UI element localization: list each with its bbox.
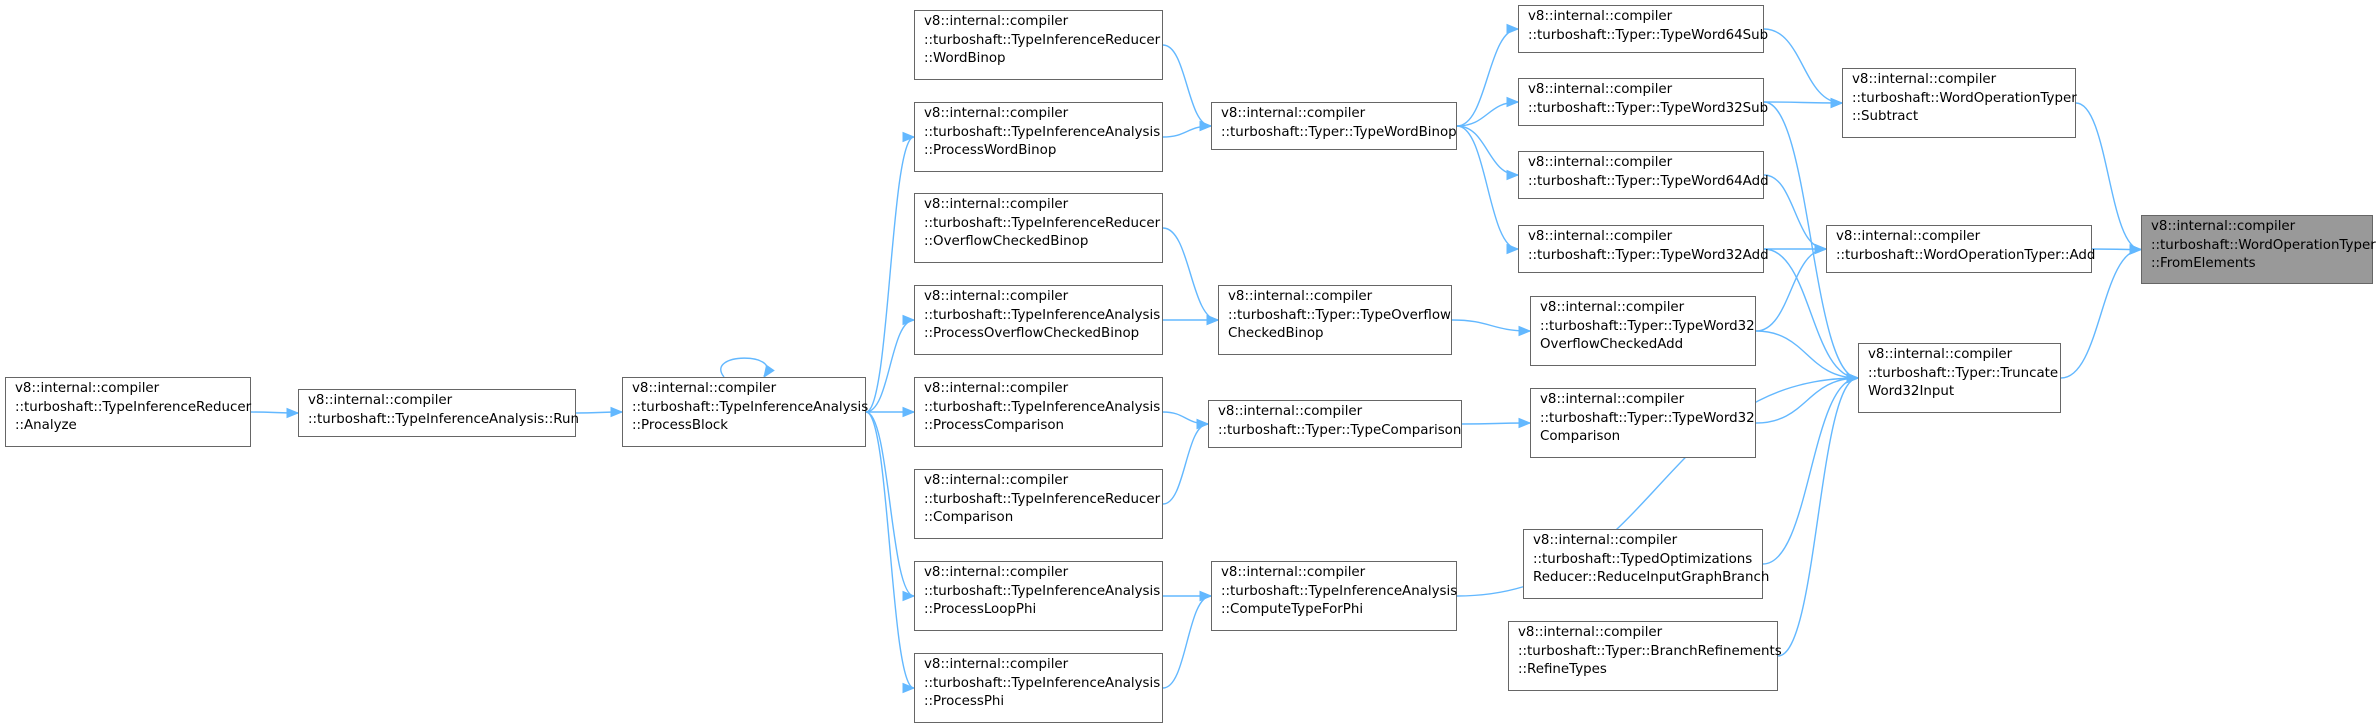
node-from-elements[interactable]: v8::internal::compiler ::turboshaft::Wor… <box>2141 215 2376 284</box>
edge-arrowhead <box>902 131 916 143</box>
edge-arrowhead <box>1814 243 1828 255</box>
node-reducer-analyze[interactable]: v8::internal::compiler ::turboshaft::Typ… <box>5 377 251 447</box>
node-process-comparison[interactable]: v8::internal::compiler ::turboshaft::Typ… <box>914 377 1163 447</box>
edge-arrowhead <box>1506 96 1520 108</box>
edge-line <box>1162 44 1212 127</box>
edge-line <box>865 411 915 689</box>
edge-arrowhead <box>1506 243 1520 255</box>
node-process-loop-phi[interactable]: v8::internal::compiler ::turboshaft::Typ… <box>914 561 1163 631</box>
edge-arrowhead <box>1206 314 1220 326</box>
edge-line <box>1456 28 1519 127</box>
node-word-operation-add[interactable]: v8::internal::compiler ::turboshaft::Wor… <box>1826 225 2095 273</box>
node-process-overflow-checked[interactable]: v8::internal::compiler ::turboshaft::Typ… <box>914 285 1163 355</box>
edge-line <box>1763 28 1843 104</box>
node-truncate-word32-input[interactable]: v8::internal::compiler ::turboshaft::Typ… <box>1858 343 2061 413</box>
edge-line <box>1762 377 1859 565</box>
node-type-word32-add[interactable]: v8::internal::compiler ::turboshaft::Typ… <box>1518 225 1769 273</box>
node-process-phi[interactable]: v8::internal::compiler ::turboshaft::Typ… <box>914 653 1163 723</box>
edge-arrowhead <box>763 364 775 379</box>
edge-line <box>1451 319 1531 332</box>
edge-arrowhead <box>1199 590 1213 602</box>
edge-line <box>1755 377 1859 424</box>
edge-line <box>1777 377 1859 657</box>
node-process-block[interactable]: v8::internal::compiler ::turboshaft::Typ… <box>622 377 868 447</box>
edge-line <box>865 411 915 597</box>
node-type-word32-overflow-add[interactable]: v8::internal::compiler ::turboshaft::Typ… <box>1530 296 1756 366</box>
edge-line <box>1162 595 1212 689</box>
edge-arrowhead <box>286 407 300 419</box>
edge-line <box>720 357 768 378</box>
node-type-word-binop[interactable]: v8::internal::compiler ::turboshaft::Typ… <box>1211 102 1457 150</box>
node-compute-type-for-phi[interactable]: v8::internal::compiler ::turboshaft::Typ… <box>1211 561 1457 631</box>
edge-line <box>865 319 915 413</box>
edge-line <box>1763 248 1859 379</box>
edge-line <box>1162 227 1219 321</box>
edge-line <box>1763 101 1859 379</box>
node-type-word32-sub[interactable]: v8::internal::compiler ::turboshaft::Typ… <box>1518 78 1768 126</box>
node-reducer-word-binop[interactable]: v8::internal::compiler ::turboshaft::Typ… <box>914 10 1163 80</box>
node-branch-refinements[interactable]: v8::internal::compiler ::turboshaft::Typ… <box>1508 621 1782 691</box>
node-subtract[interactable]: v8::internal::compiler ::turboshaft::Wor… <box>1842 68 2077 138</box>
edge-arrowhead <box>610 406 624 418</box>
edge-arrowhead <box>1846 372 1860 384</box>
edge-arrowhead <box>1506 23 1520 35</box>
node-process-word-binop[interactable]: v8::internal::compiler ::turboshaft::Typ… <box>914 102 1163 172</box>
edge-arrowhead <box>2129 244 2143 255</box>
edge-arrowhead <box>902 406 916 418</box>
edge-line <box>2060 248 2142 379</box>
edge-arrowhead <box>902 314 916 326</box>
node-type-word64-sub[interactable]: v8::internal::compiler ::turboshaft::Typ… <box>1518 5 1768 53</box>
node-reducer-comparison[interactable]: v8::internal::compiler ::turboshaft::Typ… <box>914 469 1163 539</box>
edge-arrowhead <box>902 682 916 694</box>
edge-line <box>1763 101 1843 104</box>
edge-line <box>1456 125 1519 250</box>
edge-arrowhead <box>1199 120 1213 132</box>
node-reducer-overflow-checked[interactable]: v8::internal::compiler ::turboshaft::Typ… <box>914 193 1163 263</box>
node-type-comparison[interactable]: v8::internal::compiler ::turboshaft::Typ… <box>1208 400 1462 448</box>
edge-line <box>1755 330 1859 379</box>
edge-arrowhead <box>1506 169 1520 181</box>
edge-arrowhead <box>1518 325 1532 337</box>
edge-line <box>1763 174 1827 250</box>
node-type-word64-add[interactable]: v8::internal::compiler ::turboshaft::Typ… <box>1518 151 1769 199</box>
edge-arrowhead <box>902 590 916 602</box>
edge-arrowhead <box>1830 97 1844 109</box>
edge-arrowhead <box>1518 417 1532 429</box>
edge-arrowhead <box>1196 418 1210 430</box>
node-type-overflow-checked-binop[interactable]: v8::internal::compiler ::turboshaft::Typ… <box>1218 285 1452 355</box>
edge-line <box>1456 125 1519 176</box>
edge-line <box>2075 102 2142 251</box>
node-reduce-input-graph-branch[interactable]: v8::internal::compiler ::turboshaft::Typ… <box>1523 529 1769 599</box>
edge-line <box>865 136 915 413</box>
edge-line <box>1162 423 1209 505</box>
node-type-word32-comparison[interactable]: v8::internal::compiler ::turboshaft::Typ… <box>1530 388 1756 458</box>
node-analysis-run[interactable]: v8::internal::compiler ::turboshaft::Typ… <box>298 389 579 437</box>
